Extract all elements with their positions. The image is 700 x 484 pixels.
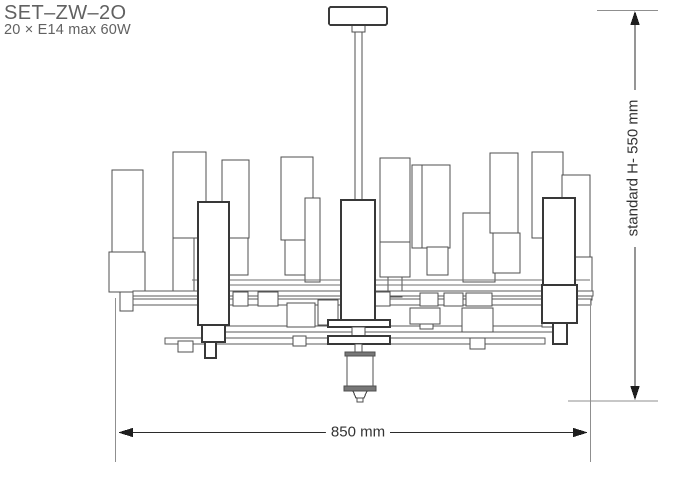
arrow-down-icon [630, 386, 640, 400]
tube-holder [426, 246, 449, 276]
finial-body [346, 355, 374, 387]
socket [469, 337, 486, 350]
junction-box [419, 323, 434, 330]
hub-neck [351, 326, 366, 337]
socket [374, 291, 391, 307]
finial [343, 351, 377, 403]
central-column [340, 199, 376, 326]
arrow-left-icon [118, 427, 133, 438]
socket [292, 335, 307, 347]
tube-holder [201, 324, 226, 343]
tube [489, 152, 519, 234]
tube-holder [172, 237, 195, 293]
lamp-spec: 20 × E14 max 60W [4, 22, 131, 38]
junction-box [461, 307, 494, 333]
arrow-up-icon [630, 11, 640, 25]
socket [419, 292, 439, 307]
tube [542, 197, 576, 286]
ceiling-canopy [328, 6, 388, 26]
finial-stem [354, 343, 363, 353]
junction-box [409, 307, 441, 325]
height-dimension-label: standard H- 550 mm [624, 94, 642, 242]
tube [304, 197, 321, 283]
socket [465, 292, 493, 307]
product-code: SET–ZW–2O [4, 2, 127, 24]
finial-tip [356, 397, 364, 403]
socket [232, 291, 249, 307]
canopy-connector [351, 24, 366, 33]
tube-holder [492, 232, 521, 274]
tubes-front-row [197, 197, 578, 359]
height-dimension [568, 10, 658, 402]
tube-holder [541, 284, 578, 324]
stem-rod [354, 31, 363, 201]
tube [111, 169, 144, 253]
socket [257, 291, 279, 307]
hub-plate [327, 335, 391, 345]
junction-box [286, 302, 316, 328]
socket [552, 322, 568, 345]
hub-plate [327, 319, 391, 328]
socket [119, 291, 134, 312]
tube-holder [108, 251, 146, 293]
socket [177, 340, 194, 353]
width-dimension-label: 850 mm [325, 423, 391, 441]
finial-tip [352, 390, 368, 399]
socket [443, 292, 464, 307]
socket [204, 341, 217, 359]
width-dimension [115, 298, 591, 462]
finial-cap [344, 351, 376, 357]
tubes-back-row [108, 151, 593, 312]
arrow-right-icon [573, 427, 588, 438]
tube [197, 201, 230, 326]
tube [421, 164, 451, 249]
tube [379, 157, 411, 243]
finial-cap [343, 385, 377, 392]
tube-holder [379, 241, 411, 278]
